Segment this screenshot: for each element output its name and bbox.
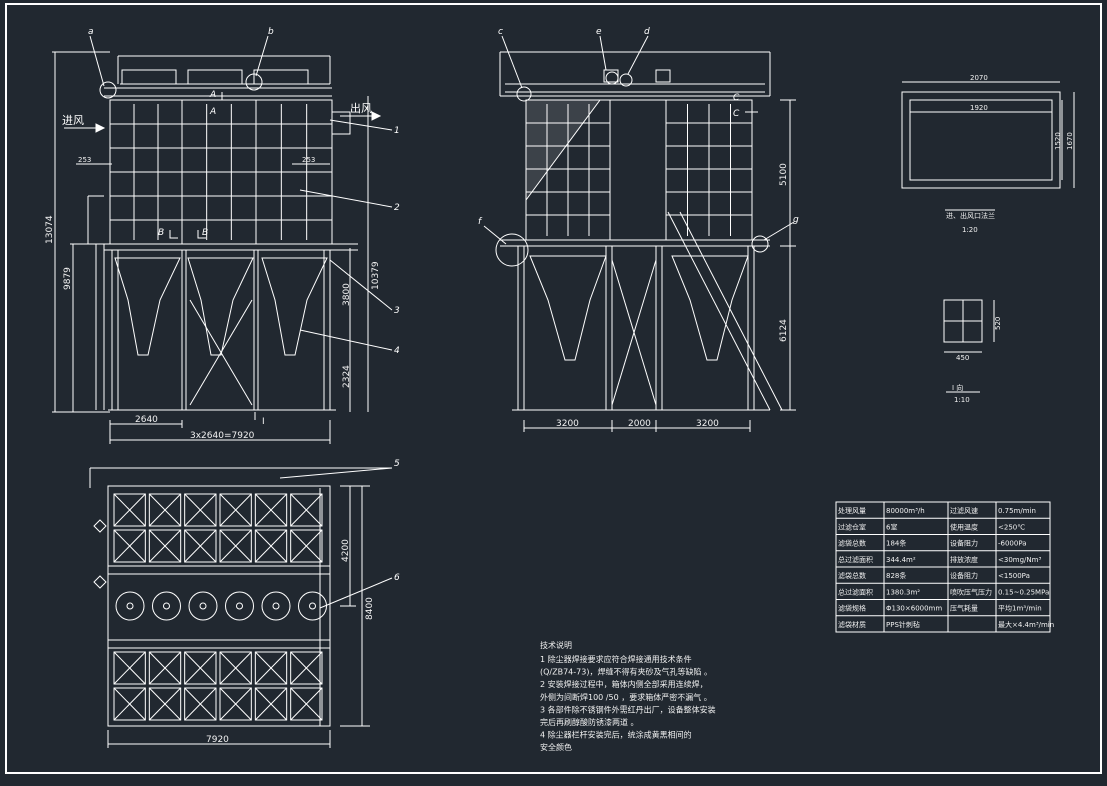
spec-cell: -6000Pa: [998, 540, 1027, 548]
dim-2000: 2000: [628, 419, 651, 429]
dim-7920: 7920: [206, 735, 229, 745]
spec-cell: 压气耗量: [950, 604, 978, 613]
plan-view: [89, 467, 393, 748]
callout-2: 2: [394, 203, 400, 213]
section-a-bottom: A: [209, 107, 216, 117]
callout-a: a: [88, 27, 94, 37]
view-i-detail: [943, 299, 995, 393]
section-b-right: B: [202, 228, 208, 238]
flange-detail: [901, 81, 1075, 211]
dim-3200-left: 3200: [556, 419, 579, 429]
spec-cell: 828条: [886, 571, 906, 580]
spec-cell: 总过滤面积: [838, 555, 873, 564]
dim-253-left: 253: [78, 156, 91, 164]
callout-g: g: [793, 215, 799, 225]
dim-1520: 1520: [1054, 132, 1062, 150]
spec-cell: <250℃: [998, 523, 1025, 531]
spec-cell: 喷吹压气压力: [950, 587, 992, 596]
outlet-label: 出风: [350, 101, 372, 115]
dim-overall-height: 13074: [45, 215, 55, 244]
callout-5: 5: [394, 459, 400, 469]
flange-scale: 1:20: [962, 226, 978, 234]
callout-1: 1: [394, 126, 400, 136]
section-c-top: C: [733, 93, 740, 103]
section-b-left: B: [158, 228, 164, 238]
spec-cell: 平均1m³/min: [998, 604, 1042, 613]
spec-cell: <30mg/Nm³: [998, 556, 1041, 564]
spec-cell: PPS针刺毡: [886, 620, 920, 629]
dim-3200-right: 3200: [696, 419, 719, 429]
dim-2070: 2070: [970, 74, 988, 82]
spec-cell: 344.4m²: [886, 556, 916, 564]
spec-cell: 0.75m/min: [998, 507, 1036, 515]
note-line: (Q/ZB74-73)，焊缝不得有夹砂及气孔等缺陷 。: [540, 667, 712, 677]
inlet-label: 进风: [62, 114, 84, 127]
callout-d: d: [644, 27, 650, 37]
sheet-border: [5, 3, 1102, 774]
spec-table: [835, 501, 1051, 633]
note-line: 2 安装焊接过程中，箱体内侧全部采用连续焊，: [540, 679, 708, 689]
section-a-top: A: [209, 90, 216, 100]
view-i-title: I 向: [952, 383, 963, 392]
callout-4: 4: [394, 346, 400, 356]
dim-3800: 3800: [342, 283, 352, 306]
dim-253-right: 253: [302, 156, 315, 164]
spec-cell: 过滤仓室: [838, 522, 866, 531]
dim-520: 520: [994, 317, 1002, 330]
dim-2640: 2640: [135, 415, 158, 425]
note-line: 外侧为间断焊100 /50 ，要求箱体严密不漏气 。: [540, 692, 712, 702]
dim-10379: 10379: [371, 261, 381, 290]
callout-3: 3: [394, 306, 400, 316]
section-c-bottom: C: [733, 109, 740, 119]
view-mark-i: I: [262, 417, 265, 427]
dim-5100: 5100: [779, 163, 789, 186]
spec-cell: 排放浓度: [950, 555, 978, 564]
spec-cell: 总过滤面积: [838, 587, 873, 596]
dim-6124: 6124: [779, 319, 789, 342]
spec-cell: 处理风量: [838, 506, 866, 515]
flange-title: 进、出风口法兰: [946, 211, 995, 220]
callout-c: c: [498, 27, 503, 37]
note-line: 1 除尘器焊接要求应符合焊接通用技术条件: [540, 654, 692, 664]
spec-cell: 滤袋总数: [838, 571, 866, 580]
dim-1920: 1920: [970, 104, 988, 112]
callout-e: e: [596, 27, 602, 37]
spec-cell: 过滤风速: [950, 506, 978, 515]
note-line: 4 除尘器栏杆安装完后，统涂成黄黑相间的: [540, 730, 692, 740]
spec-cell: 6室: [886, 522, 897, 531]
spec-cell: 最大×4.4m³/min: [998, 620, 1054, 629]
callout-6: 6: [394, 573, 400, 583]
spec-cell: 滤袋规格: [838, 604, 866, 613]
note-line: 完后再刷醇酸防锈漆两道 。: [540, 717, 639, 727]
dim-2324: 2324: [342, 365, 352, 388]
spec-cell: 使用温度: [950, 522, 978, 531]
side-elevation: [483, 35, 796, 432]
dim-8400: 8400: [365, 597, 375, 620]
dim-support-height: 9879: [63, 267, 73, 290]
front-elevation: [52, 35, 393, 444]
dim-4200: 4200: [341, 539, 351, 562]
note-line: 安全颜色: [540, 742, 572, 752]
spec-cell: 184条: [886, 539, 906, 548]
spec-cell: 1380.3m²: [886, 588, 920, 596]
spec-cell: 设备阻力: [950, 571, 978, 580]
view-i-scale: 1:10: [954, 396, 970, 404]
notes-title: 技术说明: [540, 640, 572, 650]
callout-b: b: [268, 27, 274, 37]
dim-total-width: 3x2640=7920: [190, 431, 255, 441]
spec-cell: 0.15~0.25MPa: [998, 588, 1049, 596]
note-line: 3 各部件除不锈钢件外需红丹出厂，设备整体安装: [540, 704, 716, 714]
spec-cell: Φ130×6000mm: [886, 605, 942, 613]
dim-1670: 1670: [1066, 132, 1074, 150]
spec-cell: 滤袋材质: [838, 620, 866, 629]
spec-cell: <1500Pa: [998, 572, 1030, 580]
spec-cell: 设备阻力: [950, 539, 978, 548]
dim-450: 450: [956, 354, 969, 362]
callout-f: f: [478, 217, 483, 227]
spec-cell: 滤袋总数: [838, 539, 866, 548]
spec-cell: 80000m³/h: [886, 507, 925, 515]
